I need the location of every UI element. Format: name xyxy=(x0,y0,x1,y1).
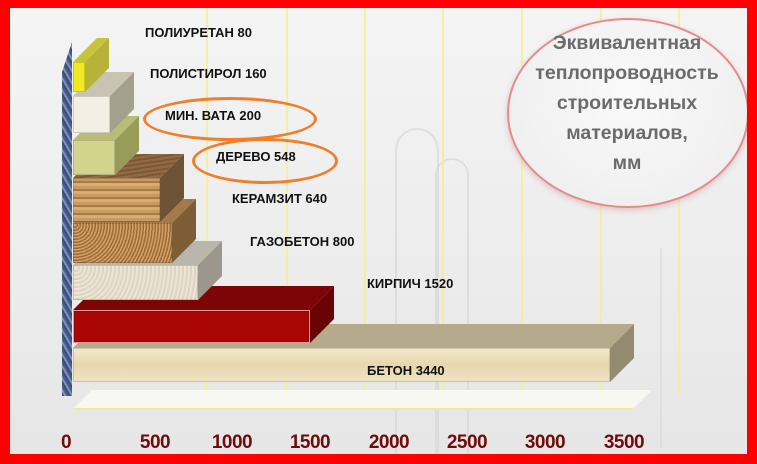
background-decor xyxy=(435,158,469,454)
title-line: мм xyxy=(612,152,642,174)
data-label-gazobeton: ГАЗОБЕТОН 800 xyxy=(250,234,355,249)
gridline xyxy=(442,8,444,394)
title-line: строительных xyxy=(556,92,698,114)
data-label-poliuretan: ПОЛИУРЕТАН 80 xyxy=(145,25,252,40)
bar-kirpich xyxy=(73,286,334,343)
chart-frame: ПОЛИУРЕТАН 80 ПОЛИСТИРОЛ 160 МИН. ВАТА 2… xyxy=(10,8,747,454)
title-line: теплопроводность xyxy=(535,62,719,84)
title-line: Эквивалентная xyxy=(552,32,702,54)
highlight-ellipse-derevo xyxy=(192,138,338,184)
bar-front-face xyxy=(73,140,115,175)
bar-front-face xyxy=(73,96,110,133)
x-tick-1000: 1000 xyxy=(211,432,253,453)
bar-front-face xyxy=(73,310,310,343)
chart-title: Эквивалентная теплопроводность строитель… xyxy=(507,28,747,178)
data-label-derevo: ДЕРЕВО 548 xyxy=(216,149,296,164)
bar-gazobeton xyxy=(73,241,222,300)
bar-polistirol xyxy=(73,72,134,133)
title-line: материалов, xyxy=(566,122,688,144)
x-tick-3500: 3500 xyxy=(603,432,645,453)
gridline xyxy=(286,8,288,394)
x-tick-1500: 1500 xyxy=(289,432,331,453)
gridline xyxy=(678,8,680,394)
background-decor xyxy=(600,248,662,448)
x-tick-500: 500 xyxy=(139,432,171,453)
bar-min-vata xyxy=(73,116,139,175)
gridline xyxy=(364,8,366,394)
gridline xyxy=(206,8,208,394)
chart-floor xyxy=(72,390,652,410)
bar-derevo xyxy=(73,154,184,222)
highlight-ellipse-min-vata xyxy=(143,97,317,141)
title-ellipse xyxy=(507,18,747,208)
bar-front-face xyxy=(73,348,610,382)
x-tick-2500: 2500 xyxy=(446,432,488,453)
bar-front-face xyxy=(73,223,172,263)
data-label-polistirol: ПОЛИСТИРОЛ 160 xyxy=(150,66,267,81)
data-label-kirpich: КИРПИЧ 1520 xyxy=(367,276,454,291)
bar-beton xyxy=(73,324,634,382)
bar-front-face xyxy=(73,178,160,222)
data-label-keramzit: КЕРАМЗИТ 640 xyxy=(232,191,328,206)
bar-keramzit xyxy=(73,199,196,263)
bar-poliuretan xyxy=(73,38,109,92)
gridline xyxy=(521,8,523,394)
background-decor xyxy=(395,128,439,454)
bar-front-face xyxy=(73,265,198,300)
chart-back-wall xyxy=(62,42,72,396)
x-tick-2000: 2000 xyxy=(368,432,410,453)
data-label-min-vata: МИН. ВАТА 200 xyxy=(165,108,262,123)
x-tick-0: 0 xyxy=(60,432,72,453)
bar-front-face xyxy=(73,62,85,92)
data-label-beton: БЕТОН 3440 xyxy=(367,363,445,378)
x-tick-3000: 3000 xyxy=(524,432,566,453)
